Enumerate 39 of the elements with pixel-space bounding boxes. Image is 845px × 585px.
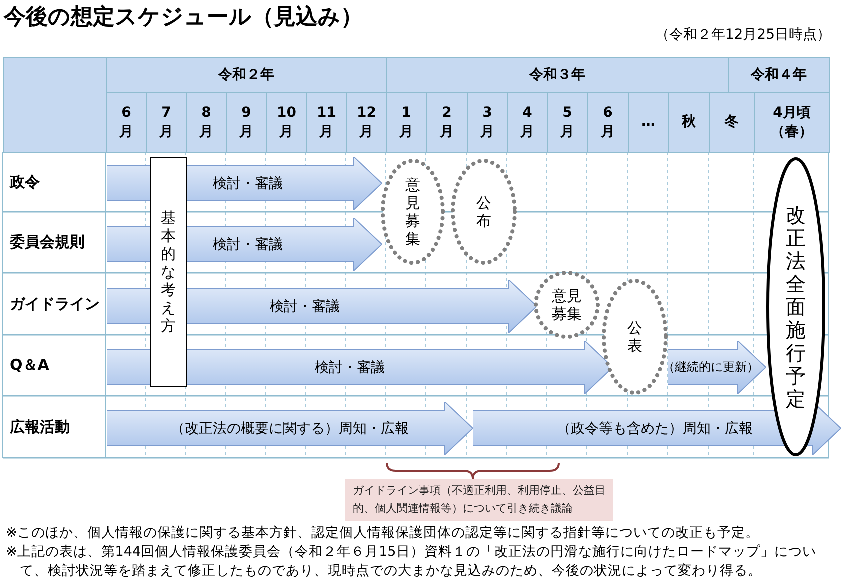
row-label: 委員会規則 [10, 232, 85, 253]
row-label: ガイドライン [10, 294, 100, 314]
header-cell: 8月 [186, 92, 227, 153]
header-cell: 10月 [266, 92, 307, 153]
header-cell: 5月 [547, 92, 588, 153]
header-cell: 秋 [668, 92, 710, 153]
dotted-oval: 意見募集 [533, 270, 601, 340]
note-box: ガイドライン事項（不適正利用、利用停止、公益目的、個人関連情報等）について引き続き議論 [345, 479, 613, 521]
date-note: （令和２年12月25日時点） [655, 26, 831, 44]
dotted-oval: 公表 [601, 278, 669, 396]
dotted-oval: 公布 [450, 158, 518, 266]
header-cell: 令和２年 [106, 57, 387, 93]
arrow-band: （継続的に更新） [668, 341, 766, 394]
header-cell: 11月 [306, 92, 347, 153]
header-cell: 6月 [587, 92, 629, 153]
row-label: 広報活動 [10, 416, 70, 438]
header-cell: 12月 [346, 92, 387, 153]
header-cell: 4月 [507, 92, 548, 153]
footnote: ※上記の表は、第144回個人情報保護委員会（令和２年６月15日）資料１の「改正法の円滑な施行に向けたロードマップ」について、検討状況等を踏まえて修正したものであり、現時点での大まかな見込みのため、今後の状況によって変わり得る。 [6, 543, 818, 581]
header-cell: … [628, 92, 669, 153]
header-cell: 冬 [709, 92, 755, 153]
milestone-oval: 改正法全面施行予定 [766, 157, 826, 457]
header-cell: 9月 [226, 92, 267, 153]
header-cell: 6月 [106, 92, 147, 153]
row-label: 政令 [10, 172, 40, 192]
header-cell: 令和４年 [728, 57, 830, 93]
header-cell: 1月 [386, 92, 427, 153]
footnote: ※このほか、個人情報の保護に関する基本方針、認定個人情報保護団体の認定等に関する指針等についての改正も予定。 [6, 524, 760, 543]
dotted-oval: 意見募集 [380, 158, 446, 266]
arrow-band: 検討・審議 [107, 157, 382, 210]
vertical-box: 基本的な考え方 [150, 157, 187, 387]
header-cell: 2月 [426, 92, 468, 153]
header-cell: 7月 [146, 92, 187, 153]
header-cell: 4月頃（春） [754, 92, 830, 153]
title: 今後の想定スケジュール（見込み） [4, 4, 363, 32]
header-cell: 3月 [467, 92, 508, 153]
row-label: Q＆A [10, 355, 50, 376]
arrow-band: （改正法の概要に関する）周知・広報 [107, 402, 473, 455]
header-cell: 令和３年 [386, 57, 729, 93]
